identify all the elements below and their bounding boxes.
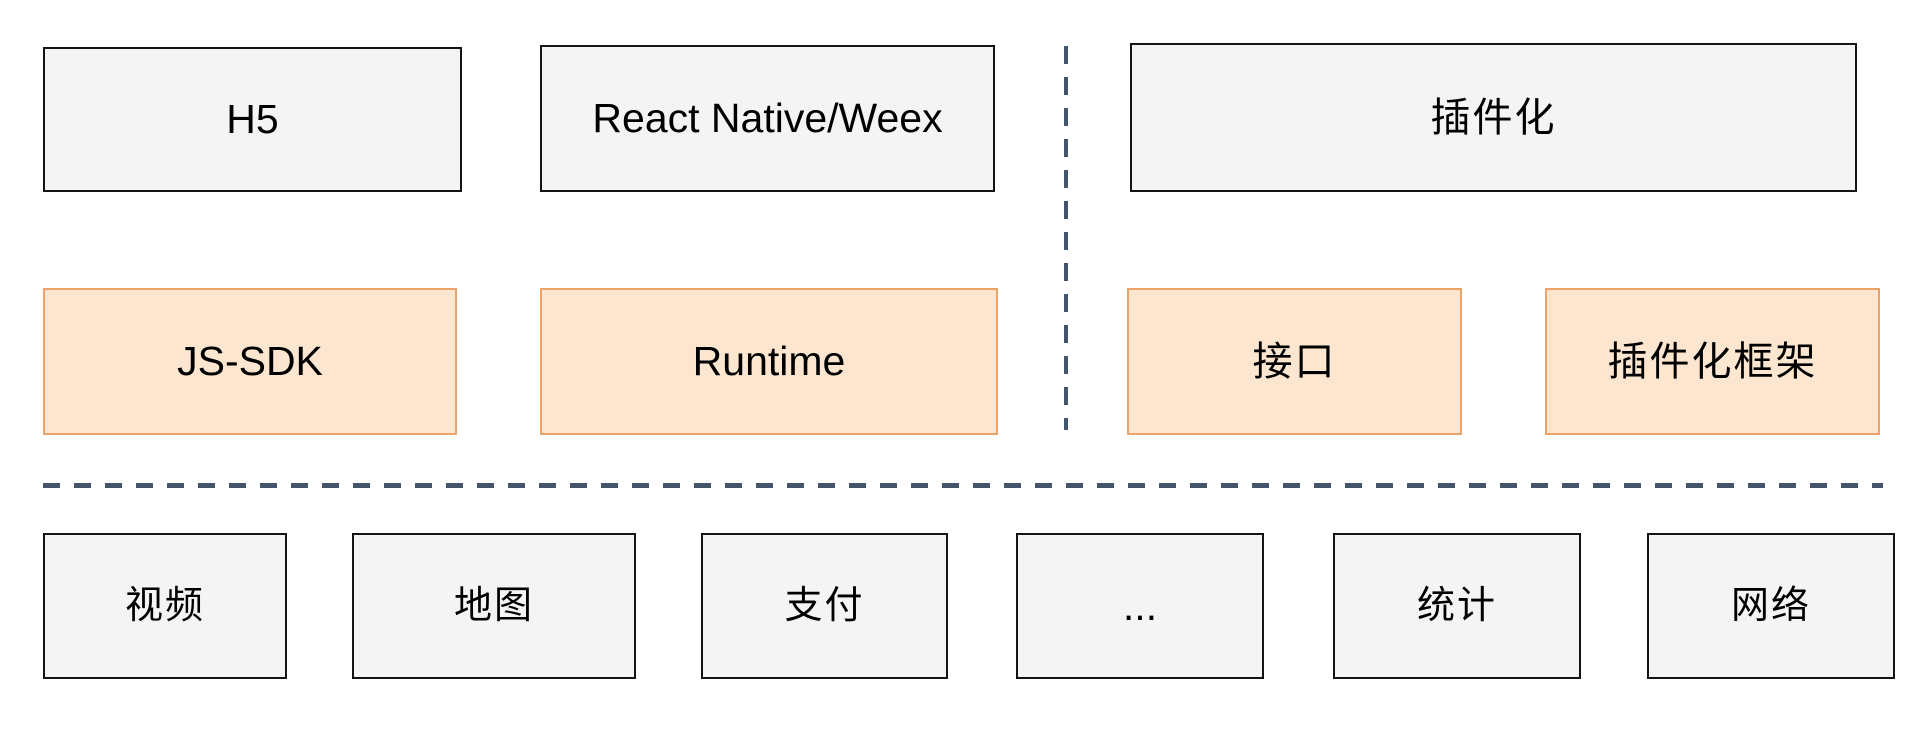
box-payment: 支付 <box>701 533 948 679</box>
box-statistics-label: 统计 <box>1416 585 1497 627</box>
horizontal-dashed-divider <box>43 483 1883 488</box>
box-js-sdk: JS-SDK <box>43 288 457 435</box>
box-interface: 接口 <box>1127 288 1462 435</box>
box-statistics: 统计 <box>1333 533 1581 679</box>
box-h5-label: H5 <box>226 96 279 142</box>
vertical-dashed-divider <box>1064 46 1068 430</box>
box-network-label: 网络 <box>1730 585 1811 627</box>
box-react-native-weex: React Native/Weex <box>540 45 995 192</box>
box-react-native-weex-label: React Native/Weex <box>592 95 943 141</box>
box-ellipsis-label: ... <box>1122 582 1158 629</box>
box-ellipsis: ... <box>1016 533 1264 679</box>
box-runtime-label: Runtime <box>692 338 846 384</box>
box-network: 网络 <box>1647 533 1895 679</box>
box-js-sdk-label: JS-SDK <box>177 338 323 384</box>
box-map: 地图 <box>352 533 636 679</box>
box-video-label: 视频 <box>124 585 205 627</box>
box-pluginization: 插件化 <box>1130 43 1857 192</box>
box-video: 视频 <box>43 533 287 679</box>
box-h5: H5 <box>43 47 462 192</box>
box-pluginization-label: 插件化 <box>1430 94 1557 140</box>
box-interface-label: 接口 <box>1252 338 1337 384</box>
box-map-label: 地图 <box>453 585 534 627</box>
box-plugin-framework-label: 插件化框架 <box>1607 338 1818 384</box>
box-payment-label: 支付 <box>784 585 865 627</box>
box-plugin-framework: 插件化框架 <box>1545 288 1880 435</box>
box-runtime: Runtime <box>540 288 998 435</box>
